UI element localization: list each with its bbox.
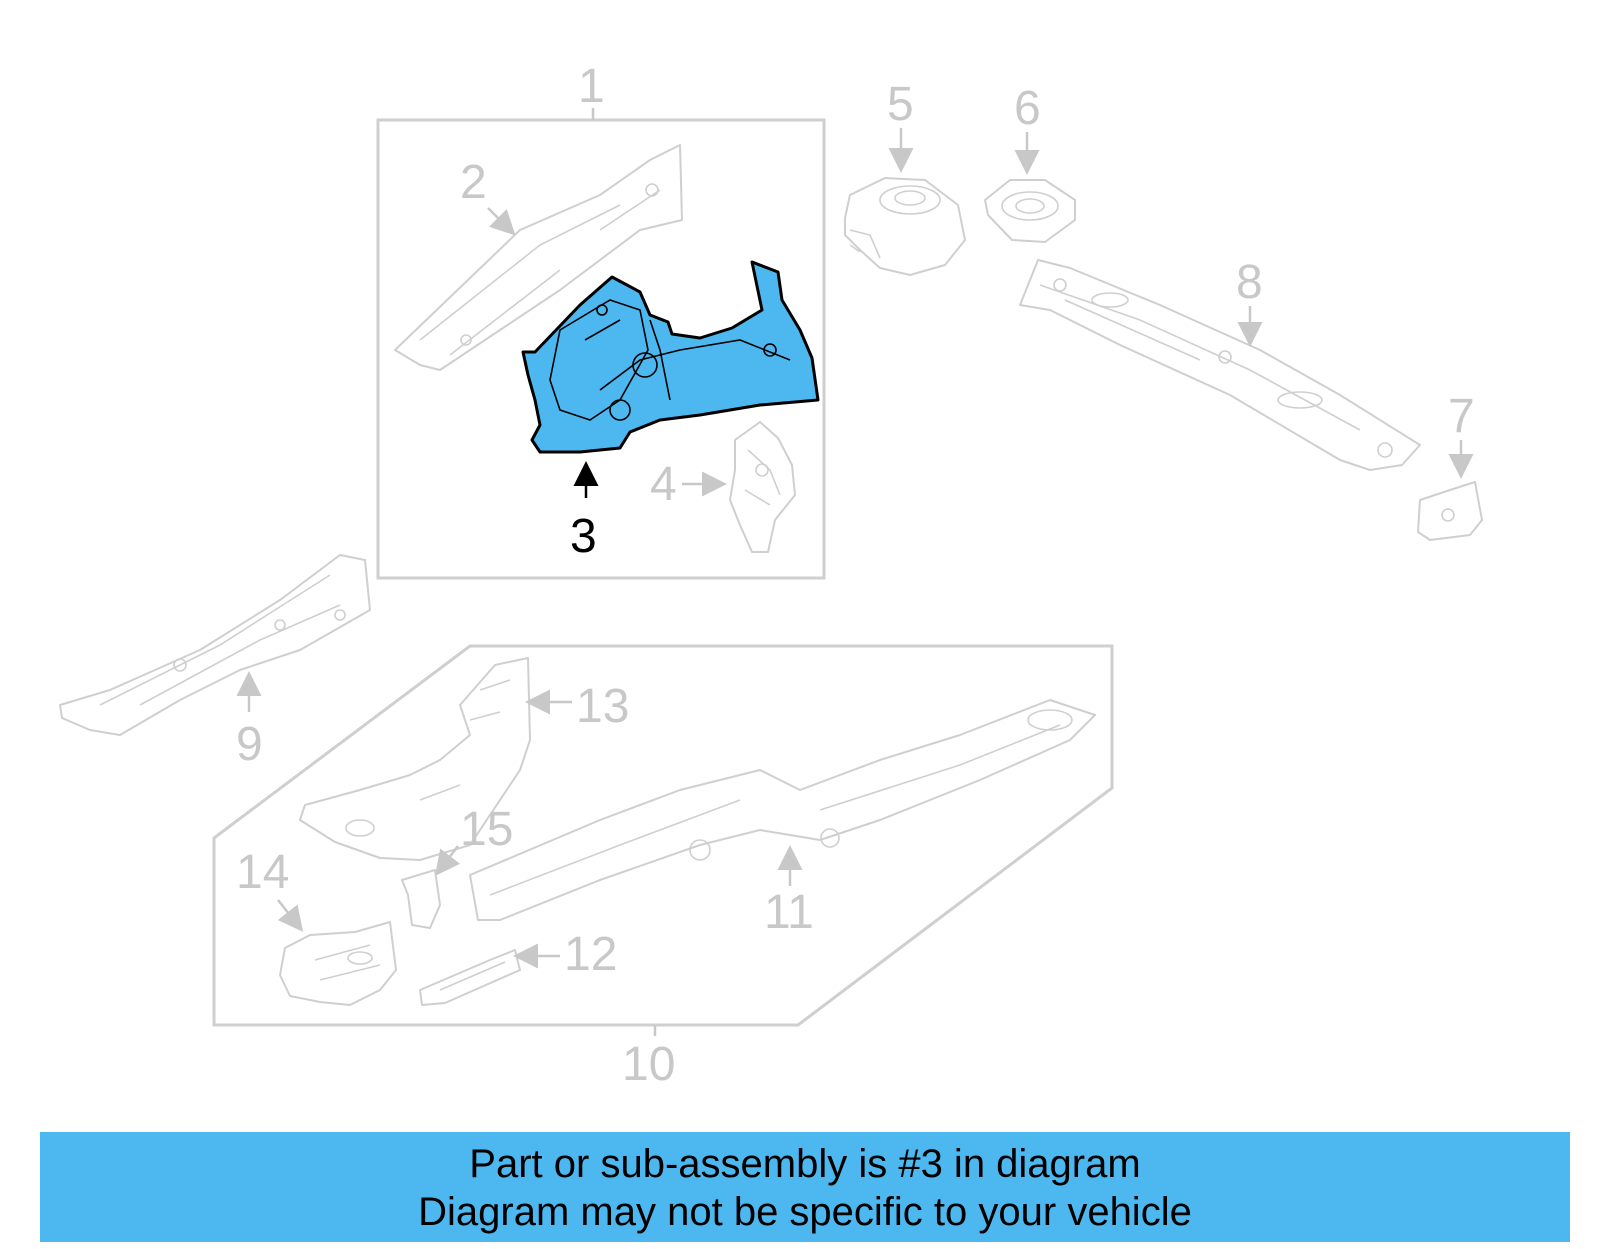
callout-5: 5 [887,78,914,173]
part-8-crossmember[interactable] [1019,259,1421,471]
svg-text:5: 5 [887,78,914,131]
callout-14: 14 [236,846,304,932]
part-2-rail[interactable] [394,144,683,371]
callout-6: 6 [1014,82,1041,175]
svg-text:12: 12 [564,928,617,981]
svg-text:8: 8 [1236,256,1263,309]
banner-line-2: Diagram may not be specific to your vehi… [418,1190,1192,1234]
callout-13: 13 [525,680,629,733]
svg-text:10: 10 [622,1038,675,1091]
callout-12: 12 [513,928,617,981]
svg-text:3: 3 [570,510,597,563]
part-3-highlighted[interactable] [521,260,820,454]
svg-text:15: 15 [460,803,513,856]
svg-text:7: 7 [1448,390,1475,443]
svg-text:13: 13 [576,680,629,733]
info-banner: Part or sub-assembly is #3 in diagram Di… [40,1132,1570,1242]
part-9-frame-rail[interactable] [59,554,371,736]
callout-2: 2 [460,156,516,236]
svg-text:11: 11 [764,886,814,939]
callout-3: 3 [570,461,599,563]
part-12-plate[interactable] [419,949,521,1006]
callout-11: 11 [764,845,814,939]
svg-text:4: 4 [650,458,677,511]
callout-1: 1 [578,60,605,113]
banner-line-1: Part or sub-assembly is #3 in diagram [469,1142,1141,1186]
callout-15: 15 [434,803,513,876]
part-14-bracket[interactable] [279,921,397,1006]
callout-8: 8 [1236,256,1263,347]
svg-text:1: 1 [578,60,605,113]
callout-10: 10 [622,1038,675,1091]
callout-4: 4 [650,458,727,511]
part-11-rail[interactable] [469,699,1096,921]
part-4-bracket[interactable] [729,421,796,553]
svg-text:14: 14 [236,846,289,899]
svg-text:6: 6 [1014,82,1041,135]
part-7-bracket[interactable] [1417,481,1483,541]
parts-diagram: 1 2 3 4 5 6 7 8 9 10 11 12 13 [59,60,1483,1091]
part-5-mount[interactable] [844,177,966,276]
callout-7: 7 [1448,390,1475,479]
group-frame-1 [376,118,826,580]
group-frame-10 [212,644,1114,1027]
part-15-bracket[interactable] [401,869,441,929]
svg-text:9: 9 [236,718,263,771]
svg-text:2: 2 [460,156,487,209]
callout-9: 9 [236,671,263,771]
part-6-cap[interactable] [984,179,1076,243]
